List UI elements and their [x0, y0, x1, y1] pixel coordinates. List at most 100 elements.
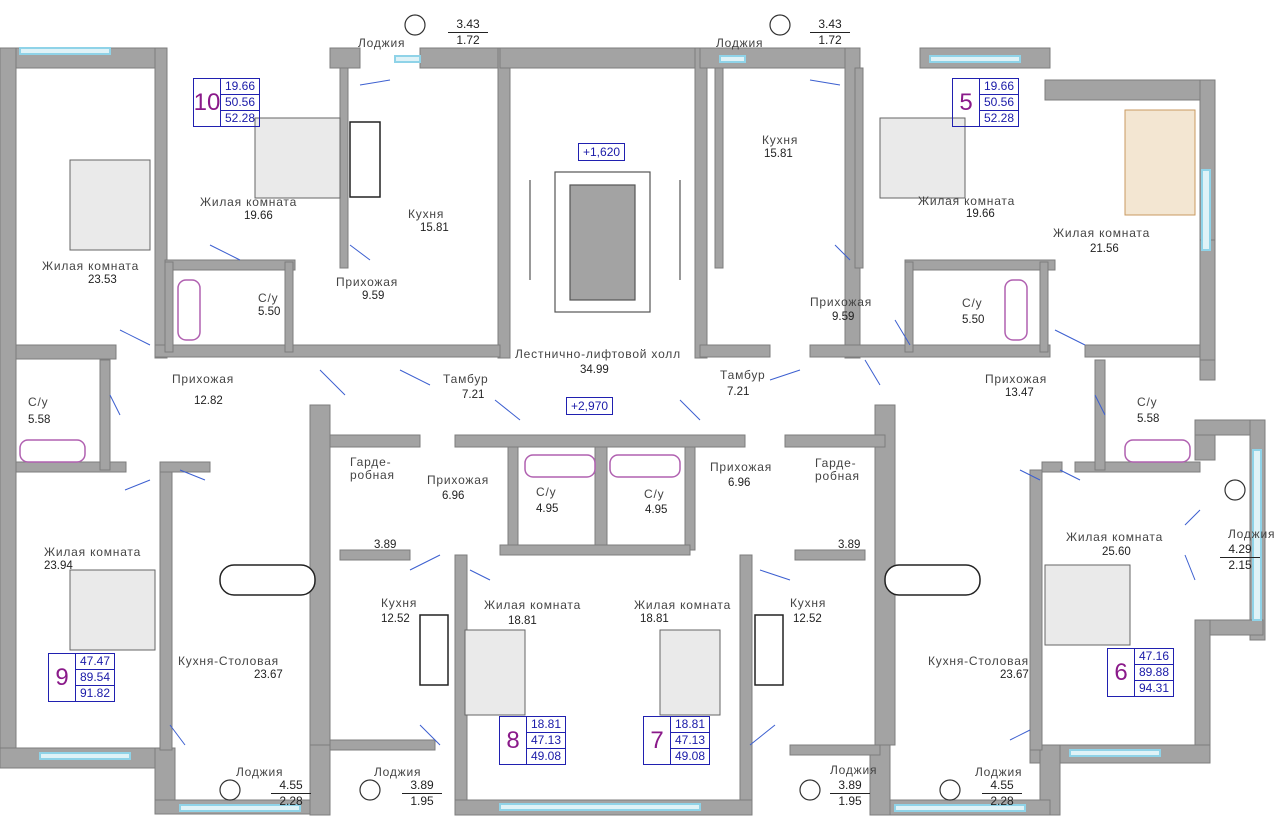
- room-label: Прихожая: [336, 275, 399, 289]
- apartment-value: 47.16: [1135, 649, 1174, 665]
- apartment-value: 19.66: [221, 79, 260, 95]
- loggia-label: Лоджия: [358, 36, 406, 50]
- room-label: Жилая комната: [484, 598, 582, 612]
- room-area: 19.66: [244, 210, 273, 222]
- room-area: 6.96: [442, 490, 465, 502]
- apartment-value: 18.81: [671, 717, 710, 733]
- room-area: 12.52: [381, 613, 410, 625]
- apartment-value: 18.81: [527, 717, 566, 733]
- room-label: Прихожая: [172, 372, 235, 386]
- loggia-label: Лоджия: [374, 765, 422, 779]
- apartment-value: 52.28: [984, 111, 1015, 125]
- room-area: 15.81: [420, 222, 449, 234]
- room-label: Кухня: [381, 596, 418, 610]
- room-area: 5.58: [1137, 413, 1160, 425]
- room-area: 12.82: [194, 395, 223, 407]
- apartment-value: 19.66: [980, 79, 1019, 95]
- apartment-number: 8: [499, 716, 526, 765]
- room-area: 4.95: [536, 503, 559, 515]
- room-area: 9.59: [832, 311, 855, 323]
- loggia-label: Лоджия: [716, 36, 764, 50]
- room-area: 18.81: [640, 613, 669, 625]
- room-label: С/у: [1137, 395, 1158, 409]
- room-label: Жилая комната: [918, 194, 1016, 208]
- room-label: Прихожая: [427, 473, 490, 487]
- room-area: 25.60: [1102, 546, 1131, 558]
- apartment-number: 9: [48, 653, 75, 702]
- apartment-number: 6: [1107, 648, 1134, 697]
- room-area: 7.21: [727, 386, 750, 398]
- apartment-value: 89.54: [76, 670, 115, 686]
- apartment-value: 47.13: [671, 733, 710, 749]
- room-label: С/у: [644, 487, 665, 501]
- room-area: 15.81: [764, 148, 793, 160]
- apartment-value: 50.56: [221, 95, 260, 111]
- apartment-value: 50.56: [980, 95, 1019, 111]
- room-label: Жилая комната: [1053, 226, 1151, 240]
- room-label: Жилая комната: [1066, 530, 1164, 544]
- room-area: 5.50: [962, 314, 985, 326]
- room-area: 3.89: [838, 539, 861, 551]
- loggia-label: Лоджия: [236, 765, 284, 779]
- apartment-value: 49.08: [675, 749, 706, 763]
- room-area: 23.67: [1000, 669, 1029, 681]
- room-area: 18.81: [508, 615, 537, 627]
- apartment-value: 52.28: [225, 111, 256, 125]
- room-label: Лестнично-лифтовой холл: [515, 347, 681, 361]
- room-label: Гарде- робная: [350, 455, 395, 482]
- room-label: Кухня-Столовая: [928, 654, 1029, 668]
- room-area: 4.95: [645, 504, 668, 516]
- apartment-number: 5: [952, 78, 979, 127]
- room-label: Кухня: [762, 133, 799, 147]
- room-area: 3.89: [374, 539, 397, 551]
- room-area: 13.47: [1005, 387, 1034, 399]
- room-label: Тамбур: [720, 368, 766, 382]
- apartment-value: 49.08: [531, 749, 562, 763]
- room-label: Кухня: [408, 207, 445, 221]
- room-area: 21.56: [1090, 243, 1119, 255]
- room-area: 19.66: [966, 208, 995, 220]
- room-label: Гарде- робная: [815, 456, 860, 483]
- loggia-label: Лоджия: [1228, 527, 1276, 541]
- room-area: 9.59: [362, 290, 385, 302]
- apartment-value: 47.47: [76, 654, 115, 670]
- room-label: С/у: [536, 485, 557, 499]
- apartment-value: 47.13: [527, 733, 566, 749]
- room-label: С/у: [962, 296, 983, 310]
- room-label: С/у: [28, 395, 49, 409]
- room-label: Жилая комната: [44, 545, 142, 559]
- apartment-value: 91.82: [80, 686, 111, 700]
- room-area: 5.50: [258, 306, 281, 318]
- apartment-number: 7: [643, 716, 670, 765]
- room-area: 6.96: [728, 477, 751, 489]
- room-area: 7.21: [462, 389, 485, 401]
- room-label: С/у: [258, 291, 279, 305]
- room-area: 23.67: [254, 669, 283, 681]
- room-area: 23.53: [88, 274, 117, 286]
- room-area: 34.99: [580, 364, 609, 376]
- level-mark: +1,620: [578, 143, 626, 161]
- room-area: 23.94: [44, 560, 73, 572]
- room-label: Тамбур: [443, 372, 489, 386]
- room-label: Прихожая: [810, 295, 873, 309]
- room-label: Жилая комната: [634, 598, 732, 612]
- room-area: 12.52: [793, 613, 822, 625]
- apartment-value: 94.31: [1139, 681, 1170, 695]
- level-mark: +2,970: [566, 397, 614, 415]
- room-label: Жилая комната: [42, 259, 140, 273]
